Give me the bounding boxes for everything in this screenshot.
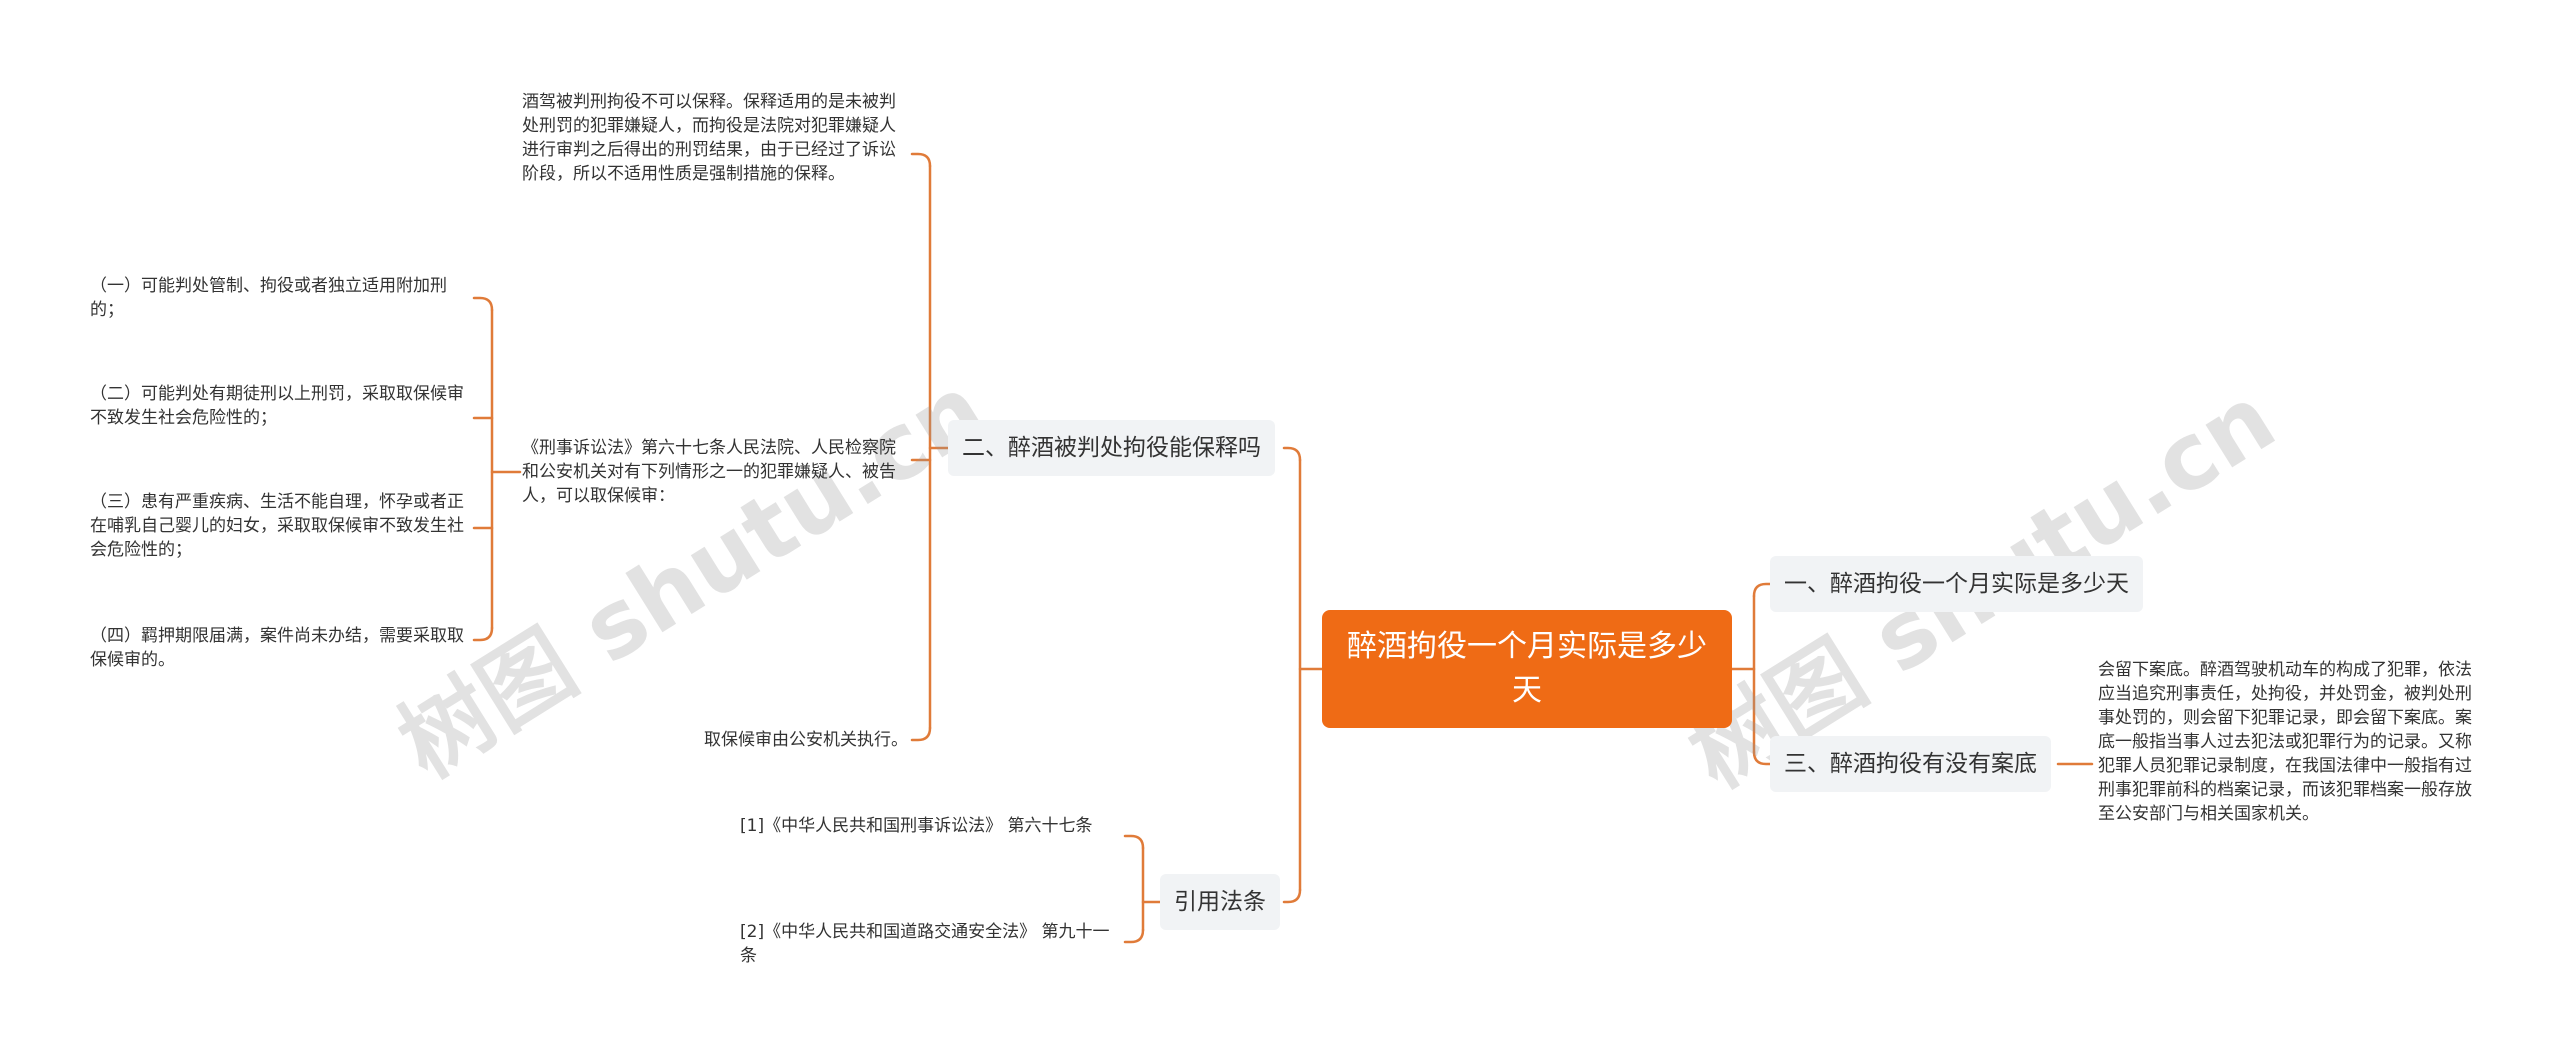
leaf-node[interactable]: （四）羁押期限届满，案件尚未办结，需要采取取保候审的。	[90, 626, 464, 670]
branch-node-3[interactable]: 三、醉酒拘役有没有案底	[1770, 736, 2051, 792]
connector-to-b4-l1	[1123, 834, 1145, 850]
leaf-node[interactable]: （三）患有严重疾病、生活不能自理，怀孕或者正在哺乳自己婴儿的妇女，采取取保候审不…	[90, 492, 464, 560]
connector-to-b2	[1282, 446, 1302, 462]
branch-label: 三、醉酒拘役有没有案底	[1784, 751, 2037, 777]
connector-to-b2-l3	[910, 726, 932, 742]
leaf-node[interactable]: 取保候审由公安机关执行。	[704, 730, 908, 750]
branch-label: 一、醉酒拘役一个月实际是多少天	[1784, 571, 2129, 597]
connector-to-b4	[1282, 888, 1302, 904]
leaf-node[interactable]: [2]《中华人民共和国道路交通安全法》 第九十一条	[740, 922, 1110, 966]
branch-node-1[interactable]: 一、醉酒拘役一个月实际是多少天	[1770, 556, 2143, 612]
connector-to-c4	[472, 626, 494, 642]
root-node[interactable]: 醉酒拘役一个月实际是多少天	[1322, 610, 1732, 728]
branch-node-2[interactable]: 二、醉酒被判处拘役能保释吗	[948, 420, 1275, 476]
branch-label: 二、醉酒被判处拘役能保释吗	[962, 435, 1261, 461]
leaf-node[interactable]: 酒驾被判刑拘役不可以保释。保释适用的是未被判处刑罚的犯罪嫌疑人，而拘役是法院对犯…	[522, 92, 896, 184]
leaf-node[interactable]: [1]《中华人民共和国刑事诉讼法》 第六十七条	[740, 816, 1093, 836]
leaf-node[interactable]: 会留下案底。醉酒驾驶机动车的构成了犯罪，依法应当追究刑事责任，处拘役，并处罚金，…	[2098, 660, 2472, 824]
connector-to-b4-l2	[1123, 928, 1145, 944]
connector-to-c1	[472, 296, 494, 312]
branch-node-4[interactable]: 引用法条	[1160, 874, 1280, 930]
leaf-node[interactable]: （一）可能判处管制、拘役或者独立适用附加刑的；	[90, 276, 447, 320]
leaf-node[interactable]: 《刑事诉讼法》第六十七条人民法院、人民检察院和公安机关对有下列情形之一的犯罪嫌疑…	[522, 438, 896, 506]
root-label: 醉酒拘役一个月实际是多少天	[1347, 629, 1707, 708]
connector-to-b3	[1752, 750, 1772, 766]
branch-label: 引用法条	[1174, 889, 1266, 915]
connector-to-b1	[1752, 582, 1772, 598]
connector-to-b2-l1	[910, 152, 932, 168]
leaf-node[interactable]: （二）可能判处有期徒刑以上刑罚，采取取保候审不致发生社会危险性的；	[90, 384, 464, 428]
